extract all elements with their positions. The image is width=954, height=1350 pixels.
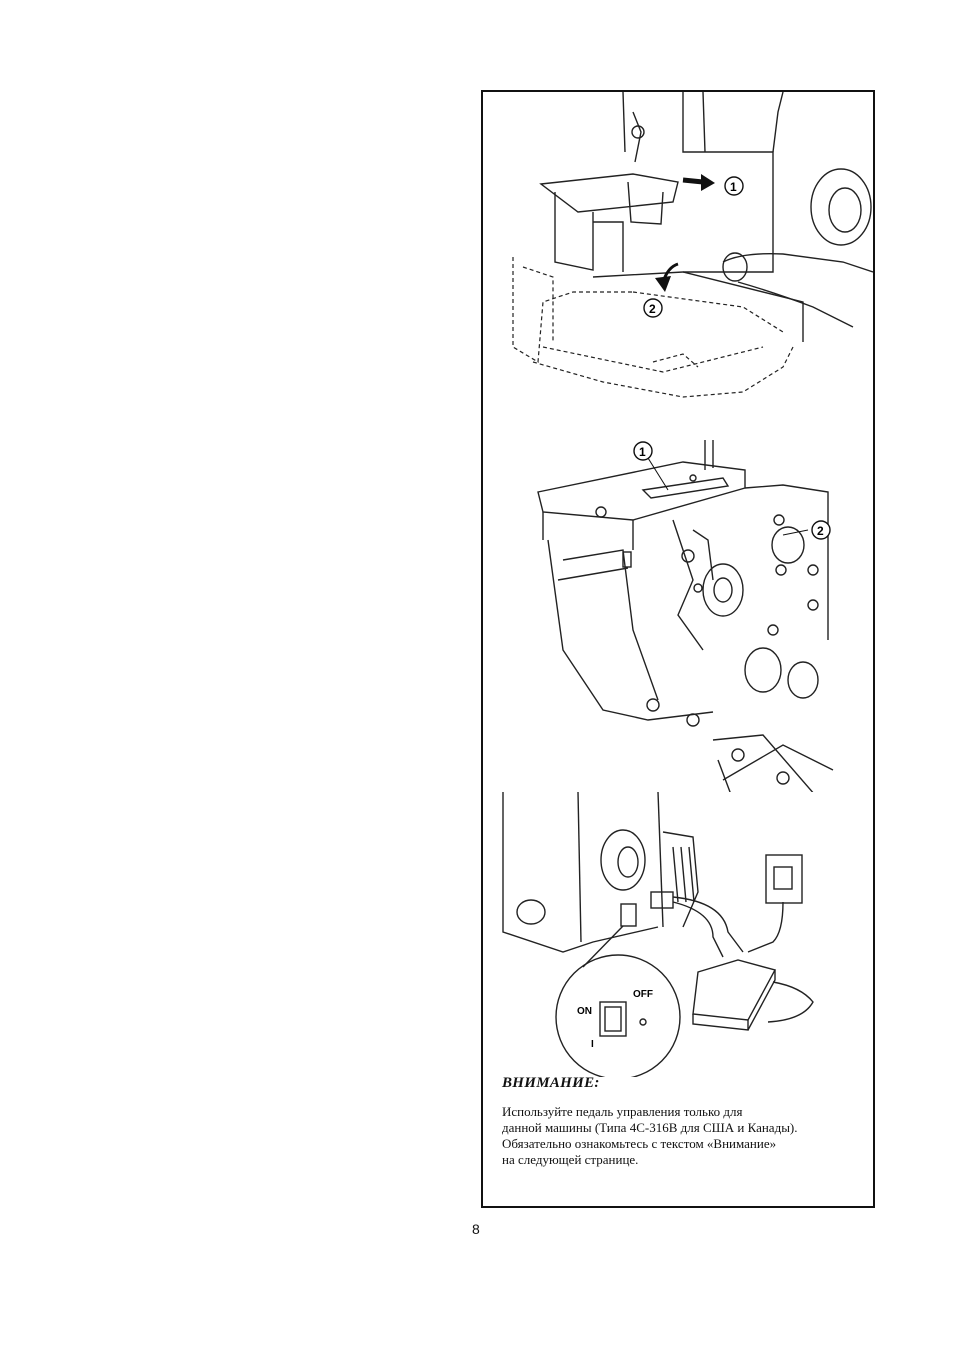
callout-1: 1 xyxy=(634,442,652,460)
callout-2: 2 xyxy=(812,521,830,539)
switch-off-label: OFF xyxy=(633,989,653,1000)
remove-cover-illustration: 1 2 xyxy=(483,92,873,422)
callout-2: 2 xyxy=(644,299,662,317)
page-number: 8 xyxy=(472,1221,480,1237)
caution-title: ВНИМАНИЕ: xyxy=(502,1075,867,1092)
svg-text:2: 2 xyxy=(817,524,824,538)
switch-on-label: ON xyxy=(577,1006,592,1017)
caution-text: Используйте педаль управления только для… xyxy=(502,1104,867,1168)
svg-text:1: 1 xyxy=(730,180,737,194)
needle-plate-illustration: 1 2 xyxy=(483,440,873,792)
callout-1: 1 xyxy=(725,177,743,195)
power-switch-illustration: ON OFF I xyxy=(483,792,873,1077)
svg-text:2: 2 xyxy=(649,302,656,316)
caution-note: ВНИМАНИЕ: Используйте педаль управления … xyxy=(502,1075,867,1168)
figure-needle-plate: 1 2 xyxy=(483,440,873,792)
instruction-panel: 1 2 xyxy=(481,90,875,1208)
svg-text:1: 1 xyxy=(639,445,646,459)
switch-on-symbol: I xyxy=(591,1039,594,1050)
figure-power-switch: ON OFF I xyxy=(483,792,873,1077)
figure-remove-cover: 1 2 xyxy=(483,92,873,422)
